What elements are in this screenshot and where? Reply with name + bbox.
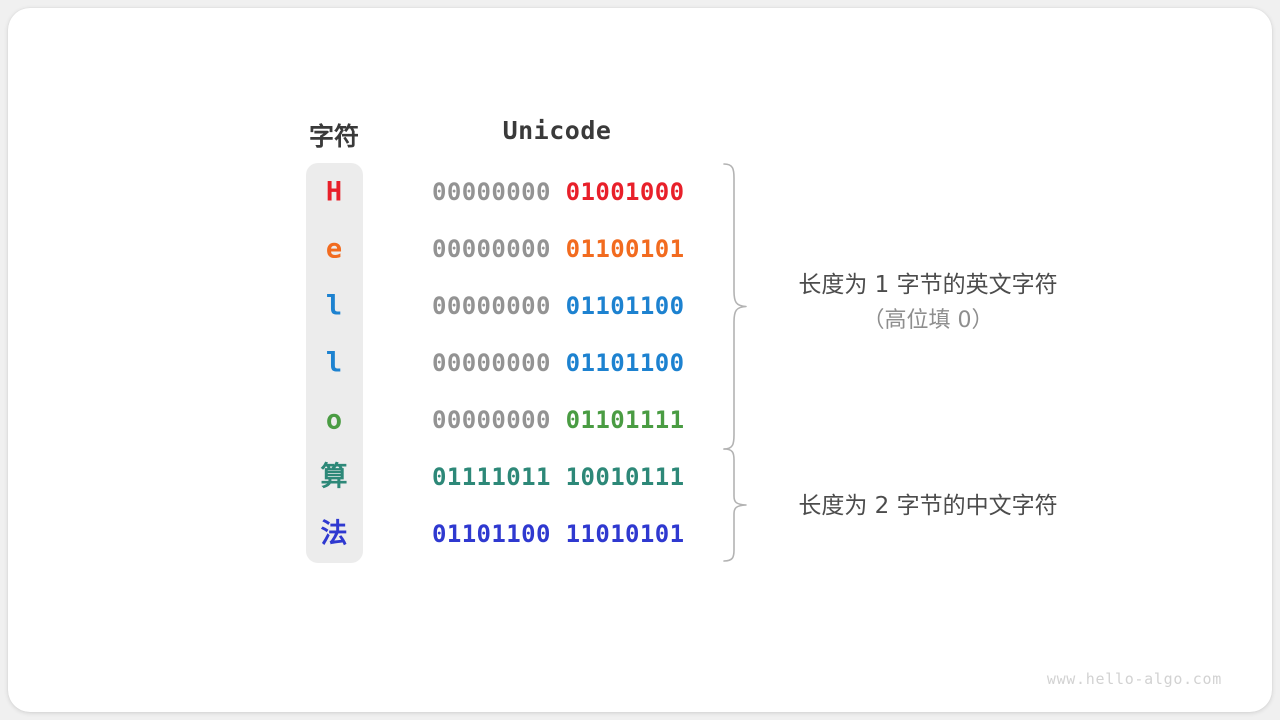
row-unicode-bits: 01101100 11010101	[432, 522, 684, 546]
row-low-byte: 11010101	[565, 519, 685, 548]
column-header-character: 字符	[308, 123, 360, 151]
row-high-byte: 00000000	[432, 177, 551, 206]
byte-separator	[551, 463, 566, 491]
encoding-row: l 00000000 01101100	[0, 277, 1280, 334]
encoding-row: H 00000000 01001000	[0, 163, 1280, 220]
encoding-row: e 00000000 01100101	[0, 220, 1280, 277]
row-low-byte: 10010111	[565, 462, 685, 491]
figure-card	[8, 8, 1272, 712]
annotation-english-line-2: （高位填 0）	[862, 307, 994, 333]
encoding-row: o 00000000 01101111	[0, 391, 1280, 448]
annotation-english-characters: 长度为 1 字节的英文字符 （高位填 0）	[798, 268, 1057, 338]
row-unicode-bits: 01111011 10010111	[432, 465, 684, 489]
annotation-english-line-1: 长度为 1 字节的英文字符	[798, 272, 1058, 298]
byte-separator	[551, 235, 566, 263]
brace-english-characters	[722, 163, 748, 450]
byte-separator	[551, 178, 566, 206]
annotation-chinese-line-1: 长度为 2 字节的中文字符	[798, 493, 1058, 519]
annotation-chinese-characters: 长度为 2 字节的中文字符	[798, 489, 1057, 525]
row-character: 算	[320, 461, 348, 492]
encoding-row: l 00000000 01101100	[0, 334, 1280, 391]
row-character: o	[325, 404, 343, 435]
encoding-row: 法 01101100 11010101	[0, 505, 1280, 562]
row-character: e	[325, 233, 343, 264]
row-unicode-bits: 00000000 01100101	[432, 237, 684, 261]
row-high-byte: 00000000	[432, 291, 551, 320]
byte-separator	[551, 349, 566, 377]
byte-separator	[551, 292, 566, 320]
row-character: H	[325, 176, 343, 207]
byte-separator	[551, 406, 566, 434]
row-low-byte: 01001000	[565, 177, 685, 206]
watermark-url: www.hello-algo.com	[1046, 670, 1222, 688]
row-high-byte: 00000000	[432, 405, 551, 434]
row-unicode-bits: 00000000 01101100	[432, 294, 684, 318]
row-high-byte: 01101100	[432, 519, 551, 548]
encoding-row: 算 01111011 10010111	[0, 448, 1280, 505]
row-low-byte: 01100101	[565, 234, 685, 263]
row-low-byte: 01101100	[565, 291, 685, 320]
brace-chinese-characters	[722, 448, 748, 562]
row-unicode-bits: 00000000 01101100	[432, 351, 684, 375]
row-low-byte: 01101100	[565, 348, 685, 377]
row-high-byte: 00000000	[432, 348, 551, 377]
row-unicode-bits: 00000000 01001000	[432, 180, 684, 204]
row-character: l	[325, 347, 343, 378]
row-high-byte: 00000000	[432, 234, 551, 263]
character-column-strip	[306, 163, 363, 563]
byte-separator	[551, 520, 566, 548]
row-character: l	[325, 290, 343, 321]
column-header-unicode: Unicode	[502, 116, 612, 145]
row-low-byte: 01101111	[565, 405, 685, 434]
row-high-byte: 01111011	[432, 462, 551, 491]
row-character: 法	[320, 518, 348, 549]
row-unicode-bits: 00000000 01101111	[432, 408, 684, 432]
